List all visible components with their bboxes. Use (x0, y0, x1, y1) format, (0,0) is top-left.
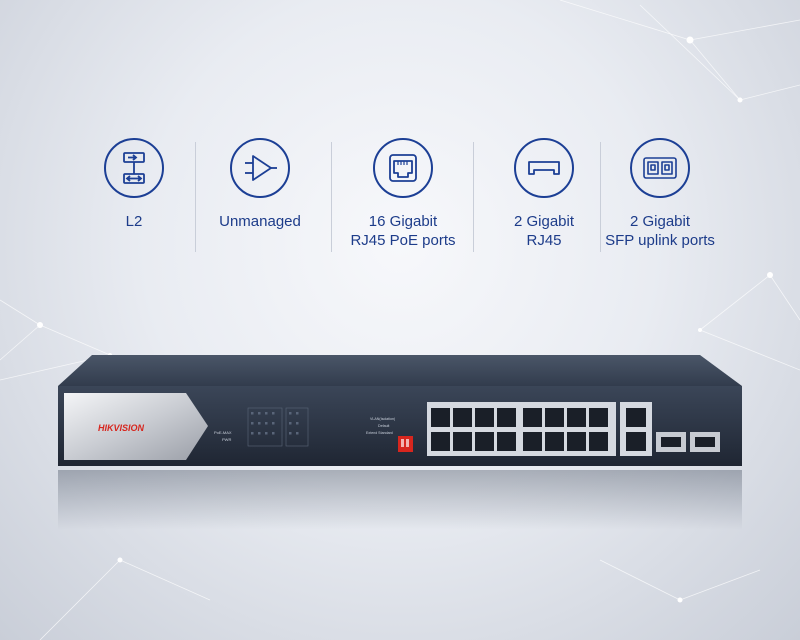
uplink-rj45-port (626, 432, 646, 451)
divider (600, 142, 601, 252)
dip-toggle[interactable] (401, 439, 404, 447)
feature-unmanaged: Unmanaged (185, 138, 335, 231)
feature-label: 2 Gigabit SFP uplink ports (605, 213, 715, 249)
divider (331, 142, 332, 252)
dip-toggle[interactable] (406, 439, 409, 447)
led-panel (247, 407, 309, 447)
feature-rj45-poe: 16 Gigabit RJ45 PoE ports (328, 138, 478, 250)
sfp-slot (695, 437, 715, 447)
rj45-poe-ports (431, 408, 608, 451)
rj45-slot-icon (514, 138, 574, 198)
feature-label: Unmanaged (219, 213, 301, 230)
divider (473, 142, 474, 252)
led-label: PoE-MAX (214, 430, 232, 435)
l2-layer-icon (104, 138, 164, 198)
brand-logo: HIKVISION (98, 423, 145, 433)
dip-switch[interactable] (398, 436, 413, 452)
feature-rj45: 2 Gigabit RJ45 (469, 138, 619, 250)
feature-label: 2 Gigabit RJ45 (513, 213, 575, 249)
switch-top (58, 355, 742, 386)
feature-sfp: 2 Gigabit SFP uplink ports (585, 138, 735, 250)
dip-label: Default (378, 424, 389, 428)
rj45-port-icon (373, 138, 433, 198)
feature-label: 16 Gigabit RJ45 PoE ports (350, 213, 456, 249)
dip-label: VLAN(Isolation) (370, 417, 395, 421)
sfp-slot (661, 437, 681, 447)
dip-label: Extend Standard (366, 431, 393, 435)
unmanaged-play-icon (230, 138, 290, 198)
uplink-rj45-port (626, 408, 646, 427)
divider (195, 142, 196, 252)
switch-reflection (58, 470, 742, 530)
led-indicators (251, 412, 299, 435)
sfp-port-icon (630, 138, 690, 198)
feature-label: L2 (125, 213, 143, 230)
brand-plate (64, 393, 208, 460)
feature-l2: L2 (59, 138, 209, 231)
led-label: PWR (222, 437, 231, 442)
network-switch: HIKVISION PoE-MAX PWR VLAN(Isolation) De… (58, 355, 742, 530)
feature-row: L2 Unmanaged 16 (0, 138, 800, 268)
